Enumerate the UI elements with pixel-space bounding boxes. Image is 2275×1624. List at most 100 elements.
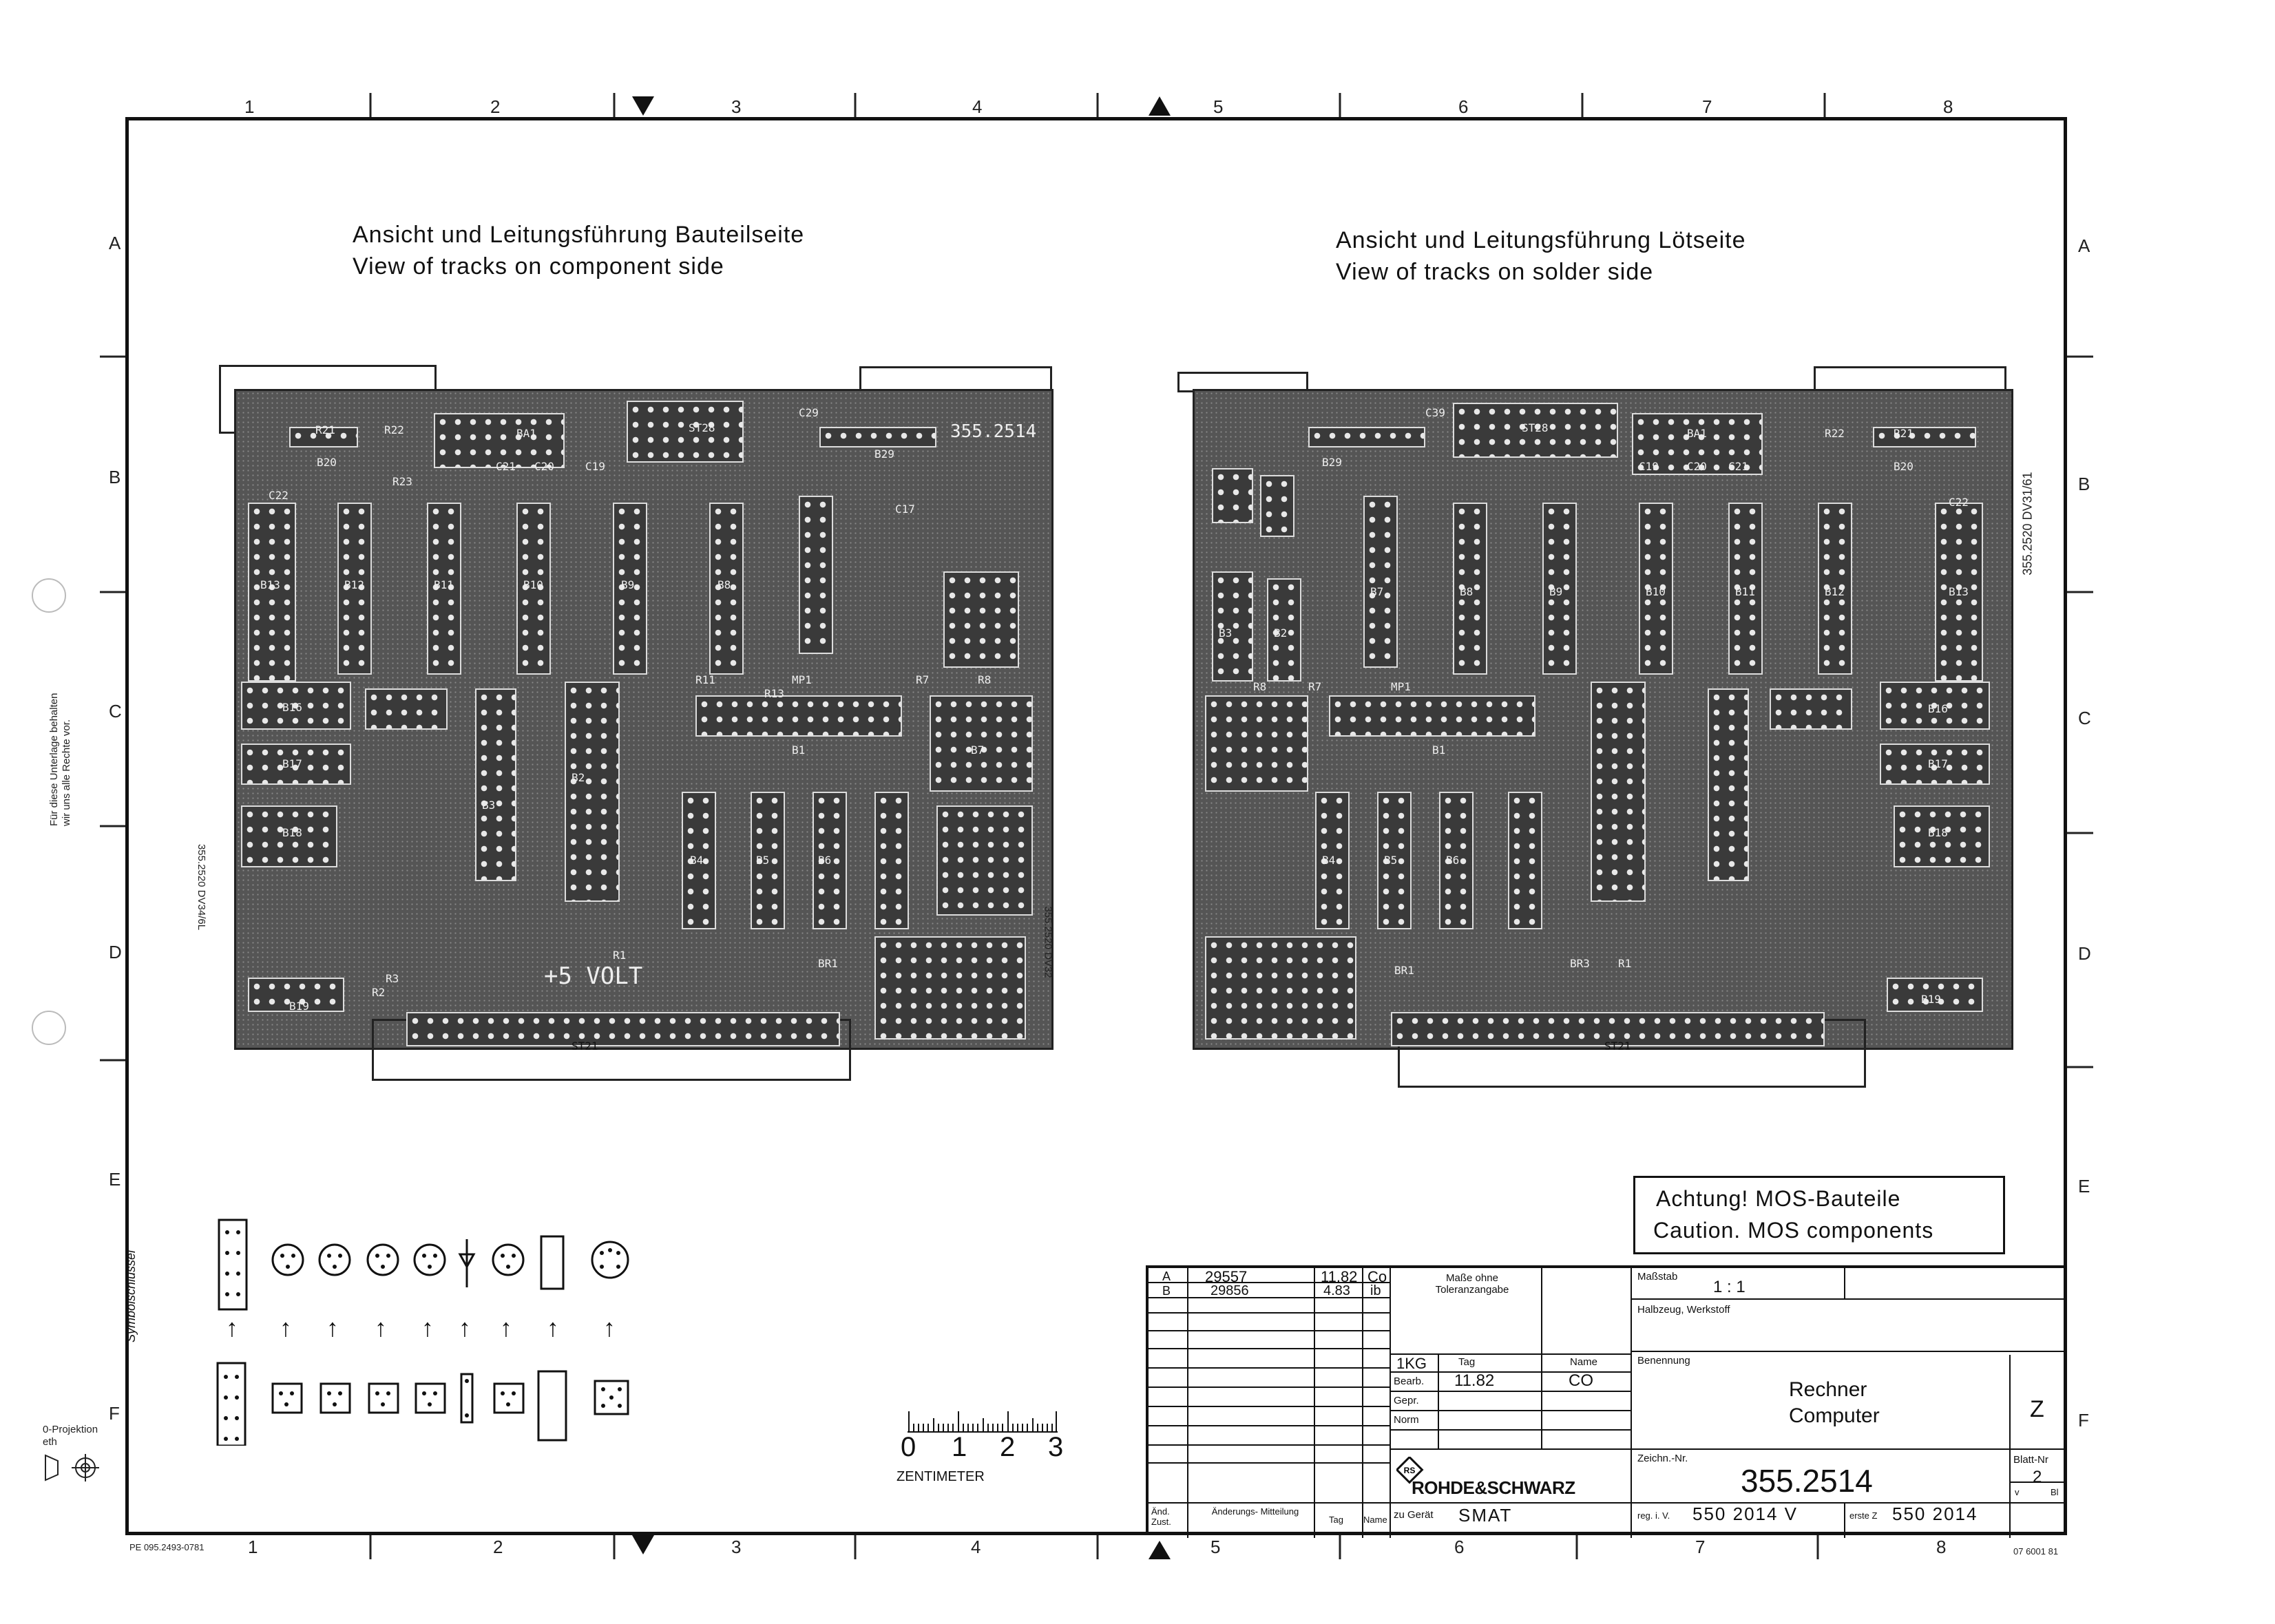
component-label: B3 xyxy=(482,799,496,812)
symbol-key xyxy=(216,1219,629,1446)
role-header: 1KG xyxy=(1396,1355,1427,1372)
column-number: 1 xyxy=(248,1537,258,1557)
arrow-icon: ↑ xyxy=(226,1314,238,1342)
arrow-icon: ↑ xyxy=(500,1314,512,1342)
sheet-number: 2 xyxy=(2033,1468,2042,1486)
scale-number: 1 xyxy=(952,1432,967,1462)
component-label: BR3 xyxy=(1570,957,1590,970)
reg-label: reg. i. V. xyxy=(1637,1510,1670,1521)
component-label: R7 xyxy=(916,673,930,686)
component-label: B18 xyxy=(1928,826,1948,839)
column-number: 3 xyxy=(731,1537,742,1557)
material-label: Halbzeug, Werkstoff xyxy=(1637,1304,1730,1316)
component-label: C21 xyxy=(1728,460,1748,473)
component-label: B1 xyxy=(792,744,806,757)
row-letter: C xyxy=(109,701,122,721)
component-label: B6 xyxy=(1446,854,1460,867)
column-number: 6 xyxy=(1458,96,1469,117)
solder-side-board: ST28 ST21 355.2520 DV31/61 C39 B29 BA1 C… xyxy=(1164,358,2052,1115)
reg-value: 550 2014 V xyxy=(1692,1504,1799,1524)
column-number: 5 xyxy=(1213,96,1224,117)
revision-code: B xyxy=(1162,1284,1171,1298)
revision-date: 11.82 xyxy=(1321,1268,1358,1285)
component-label: BR1 xyxy=(818,957,838,970)
sheet-v: v xyxy=(2015,1487,2020,1497)
row-letter: D xyxy=(2078,943,2091,964)
connector-label: ST28 xyxy=(1522,421,1549,434)
component-side-heading: Ansicht und Leitungsführung Bauteilseite… xyxy=(353,219,804,282)
component-label: C21 xyxy=(496,460,516,473)
first-value: 550 2014 xyxy=(1892,1504,1978,1524)
col-day-label: Tag xyxy=(1329,1515,1343,1525)
heading-de: Ansicht und Leitungsführung Bauteilseite xyxy=(353,222,805,248)
arrow-icon: ↑ xyxy=(547,1314,559,1342)
power-label: +5 VOLT xyxy=(544,962,643,990)
component-label: B12 xyxy=(1825,585,1845,598)
column-number: 2 xyxy=(490,96,501,117)
component-label: B16 xyxy=(1928,702,1948,715)
tolerance-label: Maße ohne Toleranzangabe xyxy=(1435,1272,1509,1296)
component-label: B16 xyxy=(282,701,302,714)
component-label: B3 xyxy=(1219,626,1233,640)
component-label: B20 xyxy=(1894,460,1914,473)
caution-box: Achtung! MOS-Bauteile Caution. MOS compo… xyxy=(1633,1176,2005,1254)
company-logo: RS ROHDE&SCHWARZ xyxy=(1396,1455,1624,1498)
benennung-label: Benennung xyxy=(1637,1355,1690,1367)
component-label: B5 xyxy=(756,854,770,867)
projection-icon xyxy=(45,1454,99,1481)
component-label: C39 xyxy=(1425,406,1445,419)
norm-label: Norm xyxy=(1394,1414,1419,1426)
column-number: 7 xyxy=(1695,1537,1706,1557)
component-label: C22 xyxy=(269,489,289,502)
component-label: R22 xyxy=(1825,427,1845,440)
bearb-date: 11.82 xyxy=(1454,1371,1495,1390)
projection-sub: eth xyxy=(43,1436,57,1448)
scale-label: Maßstab xyxy=(1637,1271,1678,1283)
component-label: B9 xyxy=(1549,585,1563,598)
company-name: ROHDE&SCHWARZ xyxy=(1412,1477,1575,1498)
title-block: A 29557 11.82 Co B 29856 4.83 ib Maße oh… xyxy=(1146,1265,2067,1538)
component-label: C17 xyxy=(895,503,915,516)
component-label: R21 xyxy=(1894,427,1914,440)
component-label: R8 xyxy=(1253,680,1267,693)
revision-initials: ib xyxy=(1370,1283,1381,1298)
rights-line: wir uns alle Rechte vor. xyxy=(61,719,72,826)
name-header: Name xyxy=(1570,1356,1598,1368)
component-label: R8 xyxy=(978,673,992,686)
revision-date: 4.83 xyxy=(1323,1283,1350,1298)
arrow-icon: ↑ xyxy=(375,1314,387,1342)
component-label: B1 xyxy=(1432,744,1446,757)
drawing-no-label: Zeichn.-Nr. xyxy=(1637,1453,1688,1464)
component-label: B2 xyxy=(572,771,585,784)
svg-text:RS: RS xyxy=(1404,1466,1416,1475)
row-letter: C xyxy=(2078,708,2091,728)
form-number-right: 07 6001 81 xyxy=(2013,1546,2059,1557)
component-label: B10 xyxy=(523,578,543,591)
first-label: erste Z xyxy=(1849,1510,1878,1521)
connector-label: ST28 xyxy=(689,421,715,434)
component-label: R13 xyxy=(764,687,784,700)
device-name: SMAT xyxy=(1458,1505,1513,1526)
bearb-label: Bearb. xyxy=(1394,1375,1425,1387)
arrow-icon: ↑ xyxy=(280,1314,292,1342)
component-label: B7 xyxy=(971,744,985,757)
component-label: C19 xyxy=(1639,460,1659,473)
board-part-number: 355.2514 xyxy=(950,421,1037,442)
sheet-label: Blatt-Nr xyxy=(2013,1454,2048,1466)
component-label: BA1 xyxy=(516,427,536,440)
scale-number: 3 xyxy=(1048,1432,1064,1462)
column-number: 8 xyxy=(1943,96,1953,117)
component-label: R11 xyxy=(695,673,715,686)
row-letter: E xyxy=(2078,1176,2090,1196)
heading-en: View of tracks on solder side xyxy=(1336,259,1654,285)
punch-hole xyxy=(32,578,66,613)
component-label: C29 xyxy=(799,406,819,419)
column-number: 4 xyxy=(972,96,983,117)
row-letter: F xyxy=(2078,1410,2089,1431)
component-label: B10 xyxy=(1646,585,1666,598)
component-label: BA1 xyxy=(1687,427,1707,440)
component-label: B12 xyxy=(344,578,364,591)
component-label: B9 xyxy=(621,578,635,591)
row-letter: E xyxy=(109,1169,121,1190)
component-label: B5 xyxy=(1384,854,1398,867)
